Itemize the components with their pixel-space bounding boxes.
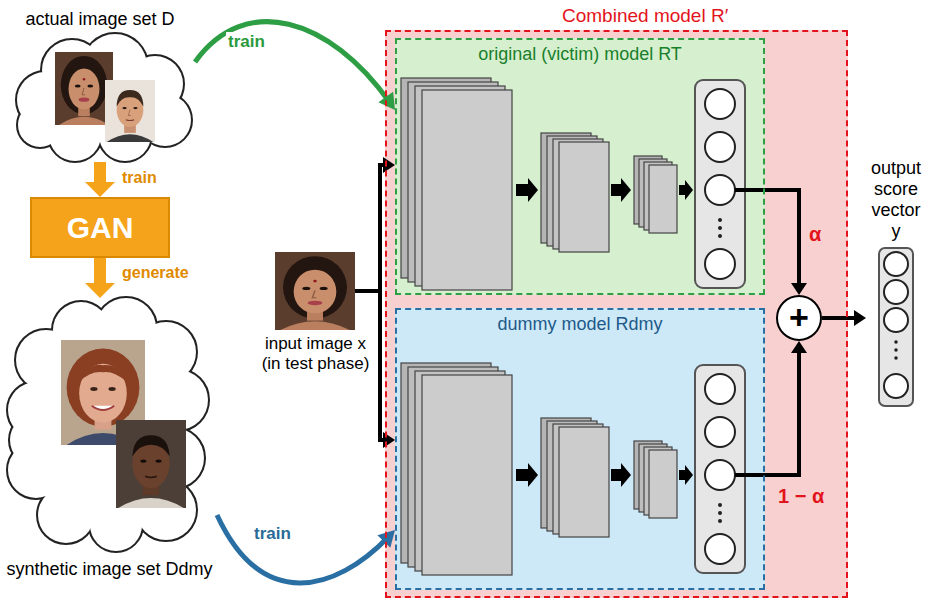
connector (373, 157, 395, 291)
connector-line (765, 190, 799, 288)
art-shape (884, 308, 908, 332)
output-vector (879, 248, 913, 406)
input-photo (275, 252, 375, 330)
art-shape (879, 248, 913, 406)
connector (765, 190, 807, 295)
art-shape (55, 52, 113, 125)
edge-label: train (252, 524, 293, 544)
art-shape (8, 298, 208, 551)
connector-line (822, 316, 859, 320)
edge-label: 1 − α (776, 484, 826, 508)
art-shape (894, 348, 898, 352)
combined-model-box: Combined model R′original (victim) model… (385, 30, 848, 598)
image-cloud (8, 298, 208, 551)
edge-label-holder: generate (120, 263, 191, 283)
input-image: input image x (in test phase) (258, 252, 373, 377)
connector (373, 291, 395, 448)
arrowhead (791, 283, 807, 295)
art-shape (17, 34, 191, 161)
original-model-fill (395, 38, 765, 295)
art-shape (884, 374, 908, 398)
art-shape (8, 298, 208, 551)
connector-line (765, 348, 799, 475)
art-shape (355, 289, 375, 293)
connector (217, 515, 395, 583)
cnn-layers (401, 78, 765, 290)
art-shape (894, 340, 898, 344)
connector (765, 341, 807, 475)
art-shape (884, 280, 908, 304)
gan-box: GAN (30, 197, 170, 258)
output-caption: output score vector y (866, 158, 926, 242)
edge-label: generate (120, 263, 191, 283)
dummy-model-fill (395, 308, 765, 590)
edge-label-holder: train (252, 524, 293, 544)
art-shape (17, 34, 191, 161)
sum-symbol: + (778, 297, 820, 337)
input-caption: input image x (in test phase) (258, 334, 373, 374)
edge-label-holder: 1 − α (776, 484, 826, 508)
connector-line (217, 515, 388, 583)
art-shape (105, 80, 155, 142)
dummy-model-box: dummy model Rdmy (395, 308, 765, 590)
edge-label: train (120, 168, 159, 188)
image-cloud (17, 34, 191, 161)
edge-label-holder: train (120, 168, 159, 188)
connector-line (195, 22, 389, 103)
edge-label: train (226, 32, 267, 52)
art-shape (884, 252, 908, 276)
output-vector-node: output score vector y (866, 158, 926, 408)
arrowhead (85, 182, 115, 197)
image-set-cloud: synthetic image set Ddmy (2, 298, 217, 598)
arrowhead (854, 310, 866, 326)
set-caption: synthetic image set Ddmy (2, 558, 217, 580)
model-heading: original (victim) model RT (397, 40, 763, 65)
art-shape (116, 420, 186, 508)
edge-label-holder: α (807, 222, 823, 246)
connector (85, 162, 115, 197)
set-caption: actual image set D (5, 8, 195, 30)
edge-label-holder: train (226, 32, 267, 52)
original-model-box: original (victim) model RT (395, 38, 765, 295)
model-heading: Combined model R′ (562, 4, 728, 28)
edge-label: α (807, 222, 823, 246)
arrowhead (791, 341, 807, 353)
connector (195, 22, 395, 110)
model-heading: dummy model Rdmy (397, 310, 763, 335)
gan-label: GAN (32, 199, 168, 256)
art-shape (275, 252, 355, 330)
arrowhead (85, 283, 115, 298)
sum-circle: + (776, 295, 822, 341)
combined-model-fill (385, 30, 848, 598)
connector (822, 310, 866, 326)
cnn-layers (401, 363, 765, 575)
art-shape (894, 356, 898, 360)
connector (85, 258, 115, 298)
image-set-cloud: actual image set D (5, 6, 195, 162)
